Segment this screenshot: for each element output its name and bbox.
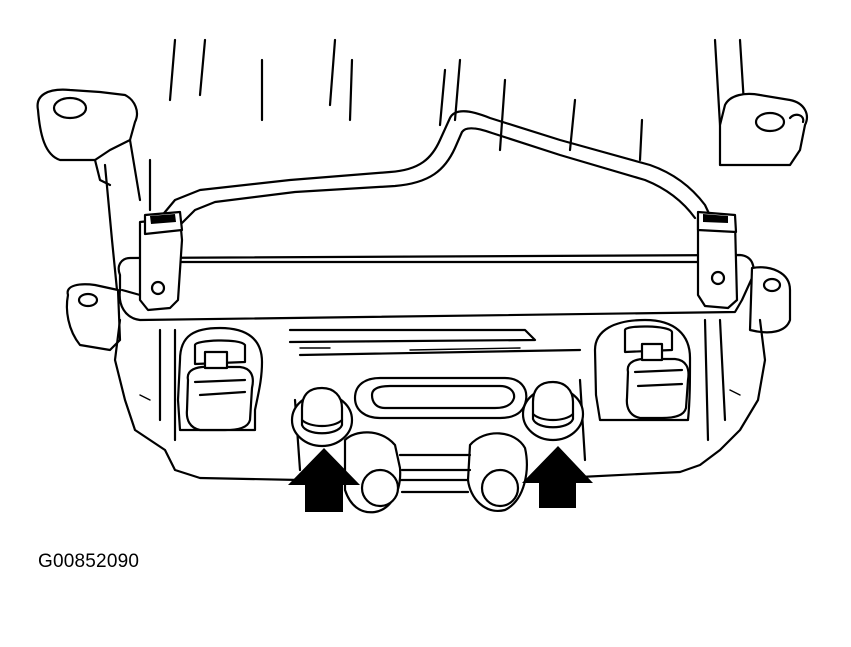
left-mount-bracket xyxy=(36,88,142,202)
figure-code: G00852090 xyxy=(38,551,140,572)
left-mount-ear xyxy=(65,283,122,352)
arrow-up-icon xyxy=(522,446,593,508)
detail-marks xyxy=(139,347,741,401)
right-injector-connector xyxy=(593,318,692,422)
fuel-rail xyxy=(117,253,755,322)
fuel-tube xyxy=(158,110,714,227)
left-rail-clamp xyxy=(138,210,184,312)
right-mount-ear xyxy=(748,266,792,334)
left-injector-connector xyxy=(176,326,264,432)
callout-arrow-left xyxy=(288,448,360,512)
lower-mount-lugs xyxy=(343,431,528,514)
left-bolt xyxy=(290,386,354,448)
center-slot xyxy=(353,376,528,420)
right-bolt xyxy=(521,380,585,442)
arrow-up-icon xyxy=(288,448,360,512)
right-rail-clamp xyxy=(696,210,739,310)
callout-arrow-right xyxy=(522,446,593,508)
right-mount-bracket xyxy=(718,92,808,167)
engine-block-outline xyxy=(103,38,747,302)
